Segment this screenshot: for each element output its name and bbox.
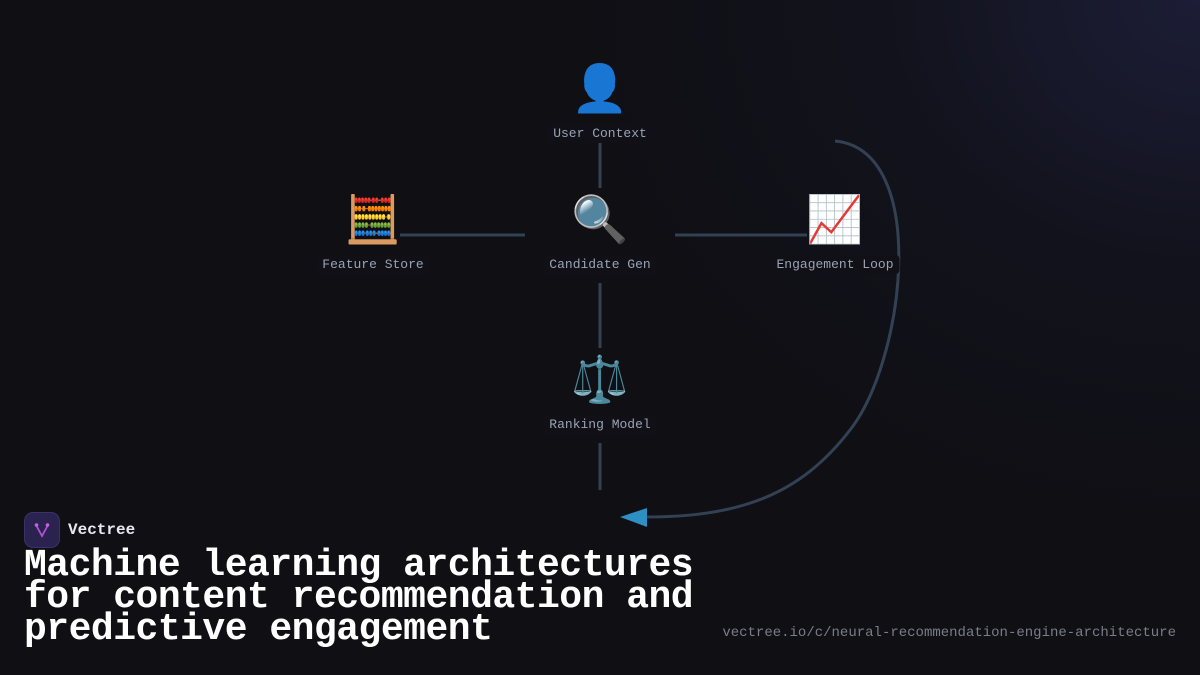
bust-silhouette-icon: 👤 xyxy=(571,61,629,115)
node-candidate-gen[interactable]: 🔍 Candidate Gen xyxy=(543,191,657,274)
brand[interactable]: Vectree xyxy=(24,512,135,548)
balance-scale-icon: ⚖️ xyxy=(571,352,629,406)
node-engagement-loop[interactable]: 📈 Engagement Loop xyxy=(770,191,900,274)
feedback-loop-curve xyxy=(644,139,901,519)
node-label: Engagement Loop xyxy=(770,255,900,274)
node-label: Ranking Model xyxy=(543,415,657,434)
magnifying-glass-icon: 🔍 xyxy=(571,192,629,246)
abacus-icon: 🧮 xyxy=(344,192,402,246)
node-user-context[interactable]: 👤 User Context xyxy=(547,60,653,143)
brand-name: Vectree xyxy=(68,521,136,539)
node-label: Feature Store xyxy=(316,255,430,274)
node-ranking-model[interactable]: ⚖️ Ranking Model xyxy=(543,351,657,434)
page-title: Machine learning architectures for conte… xyxy=(24,544,694,651)
node-feature-store[interactable]: 🧮 Feature Store xyxy=(316,191,430,274)
node-label: User Context xyxy=(547,124,653,143)
arrowhead-icon xyxy=(620,508,647,527)
page-url[interactable]: vectree.io/c/neural-recommendation-engin… xyxy=(722,625,1176,641)
node-label: Candidate Gen xyxy=(543,255,657,274)
chart-increasing-icon: 📈 xyxy=(806,192,864,246)
vectree-logo-icon xyxy=(24,512,60,548)
